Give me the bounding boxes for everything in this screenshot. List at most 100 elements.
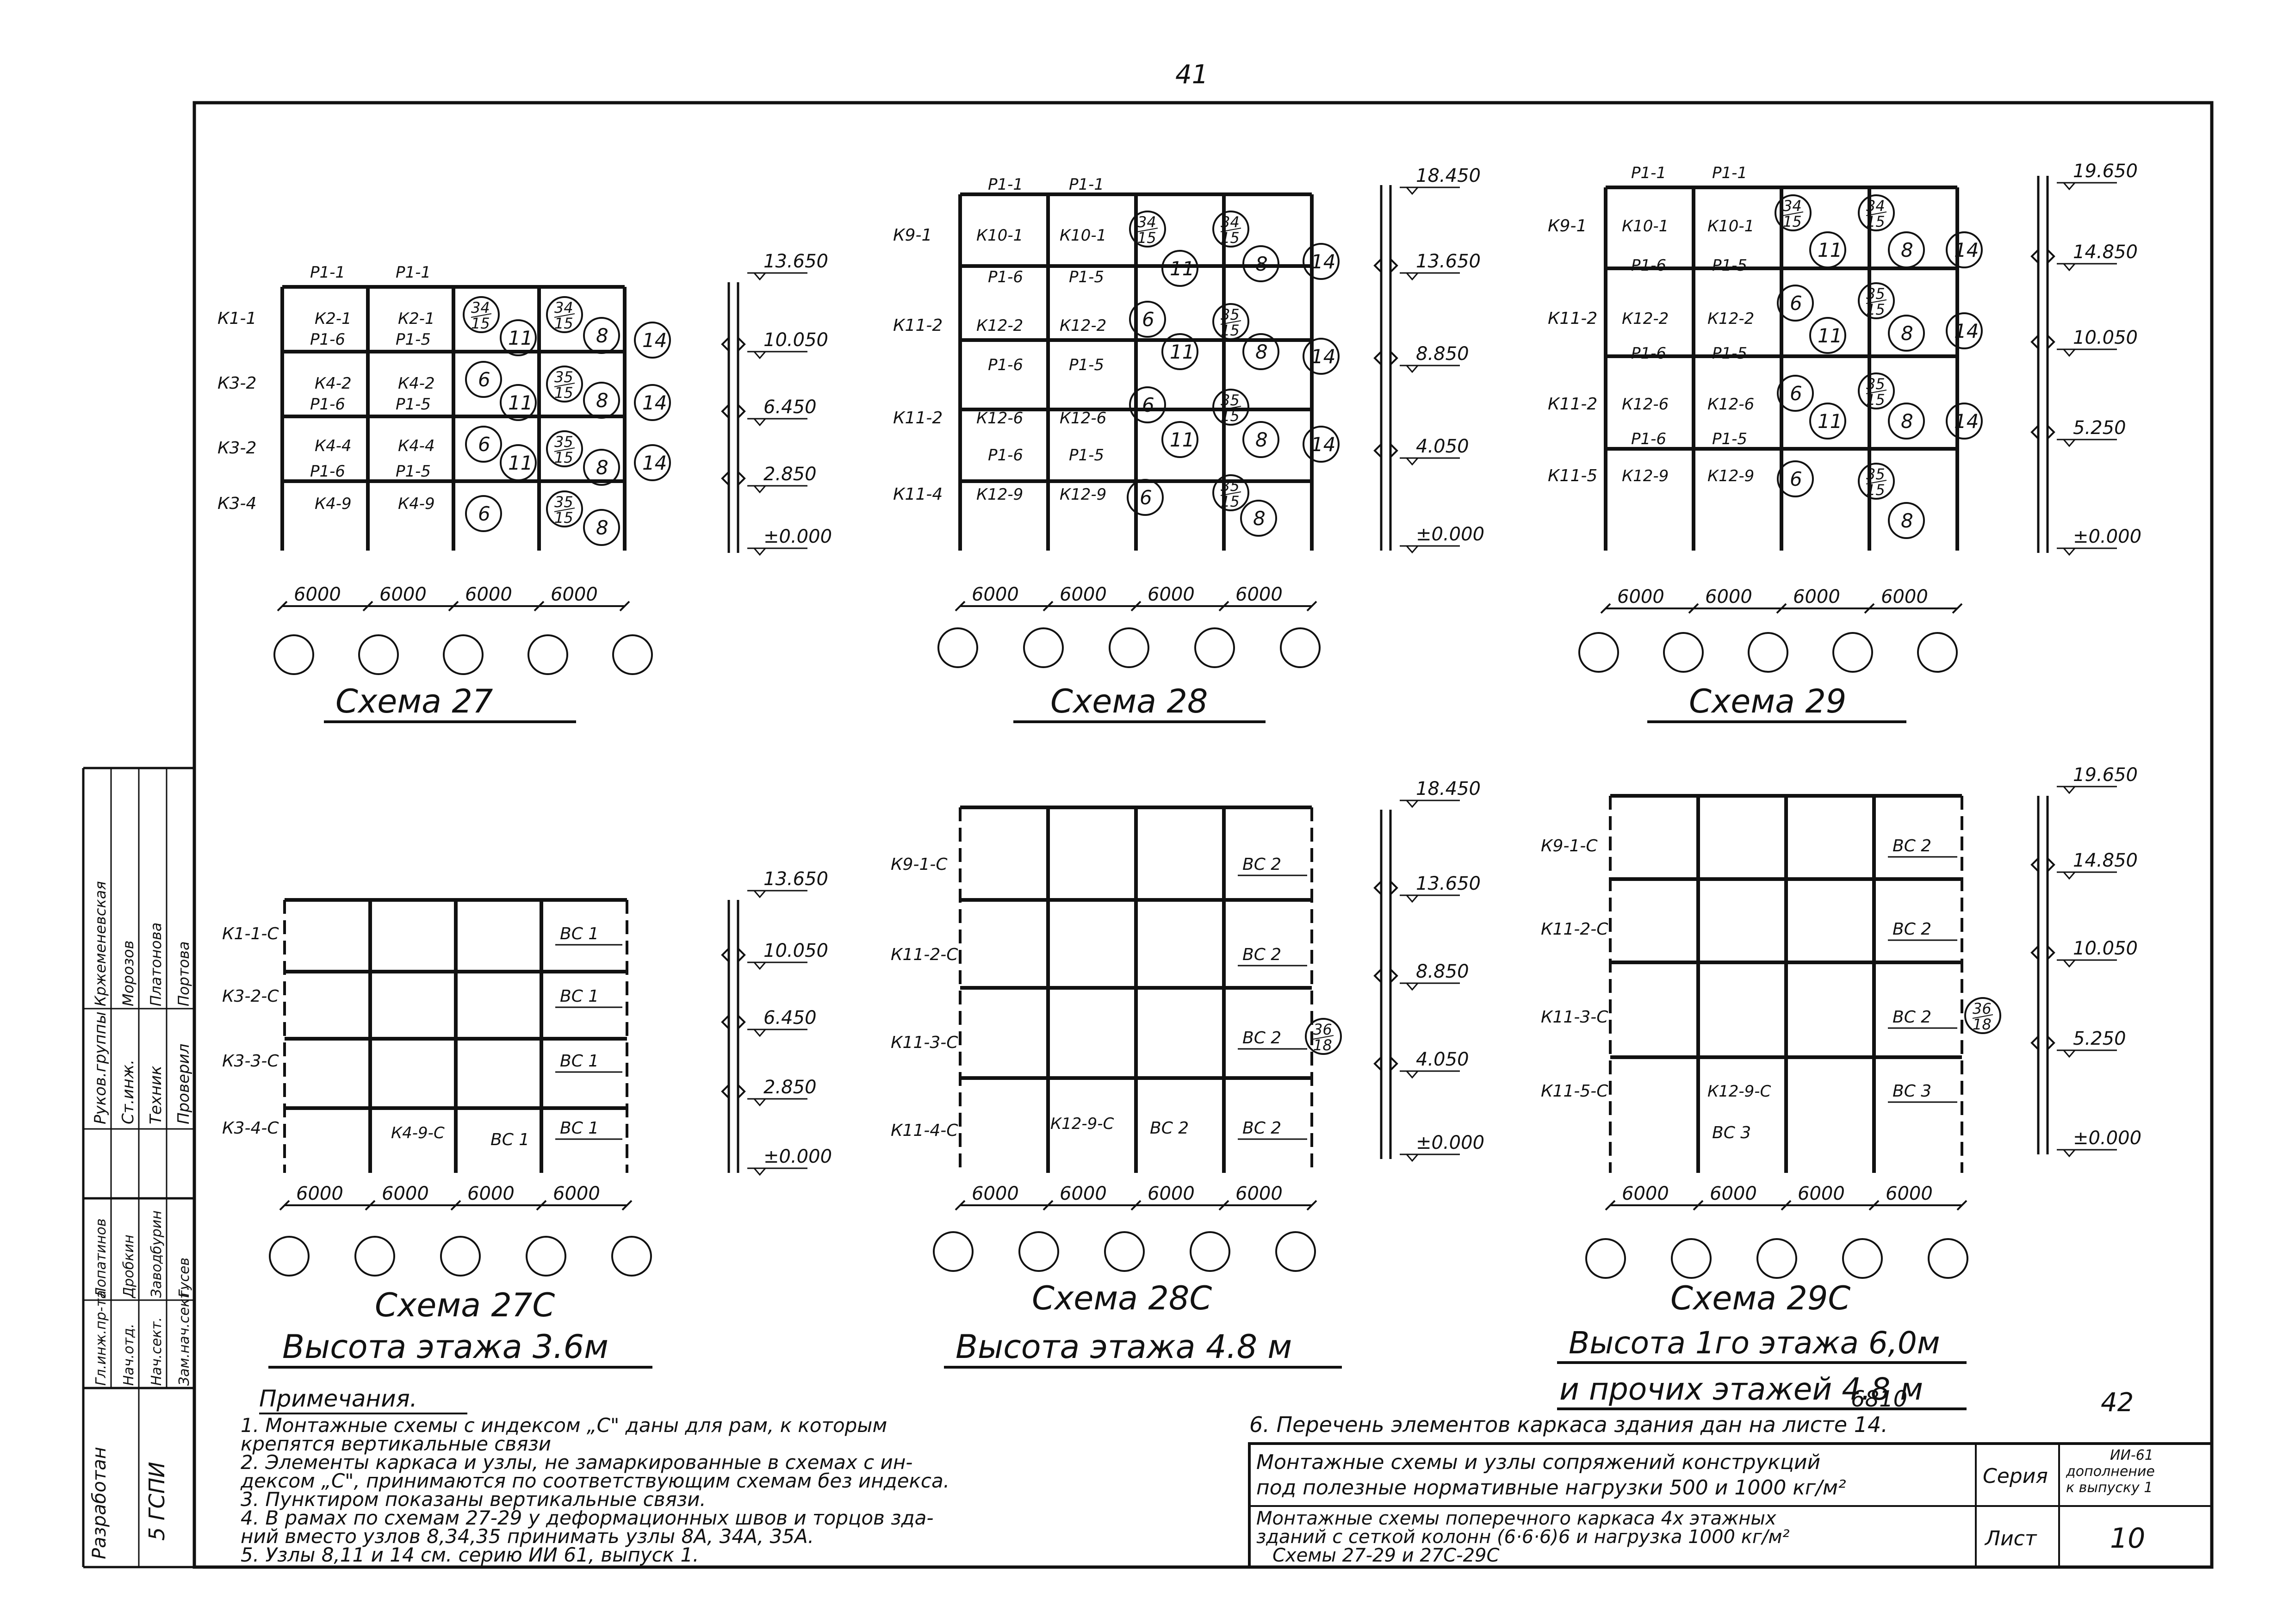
- s27c-level-mark: [753, 1168, 766, 1176]
- s29-b7: Р1-6: [1631, 430, 1666, 448]
- s28c-col-4: К11-4-С: [891, 1121, 958, 1140]
- s28c-level-1: 18.450: [1416, 778, 1481, 800]
- s28c-axis-3: [1104, 1231, 1145, 1272]
- s27c-axis-4: [526, 1236, 566, 1277]
- s28-b6: Р1-5: [1069, 356, 1104, 374]
- s27c-dim-tick: [279, 1200, 290, 1211]
- s29-n35b-bottom: 15: [1866, 391, 1885, 409]
- note-line-8: 5. Узлы 8,11 и 14 см. серию ИИ 61, выпус…: [241, 1543, 699, 1566]
- s28c-console: [1373, 1056, 1398, 1071]
- s27c-dim-3: 6000: [467, 1183, 515, 1204]
- s29-n11a-label: 11: [1818, 239, 1842, 261]
- side-role-6: Нач.отд.: [121, 1324, 137, 1386]
- s29-axis-5: [1917, 632, 1958, 673]
- s29c-dim-3: 6000: [1798, 1183, 1845, 1204]
- s29-n34b-top: 34: [1866, 197, 1885, 215]
- s29-dim-tick: [1776, 603, 1787, 614]
- s29-n34a-bar: [1782, 211, 1804, 216]
- s28-n6b-label: 6: [1142, 394, 1154, 416]
- s27-axis-3: [443, 634, 484, 675]
- s28-n34b-bar: [1220, 228, 1241, 232]
- s28-dim-4: 6000: [1235, 584, 1283, 605]
- s28-axis-1: [937, 627, 978, 668]
- s28-dim-1: 6000: [972, 584, 1019, 605]
- s28c-level-mark: [1406, 1071, 1419, 1079]
- s28-level-mark: [1406, 545, 1419, 554]
- s27-col-2: К3-2: [217, 374, 256, 393]
- s29-n35a-bottom: 15: [1866, 301, 1885, 318]
- s27-n8c-label: 8: [596, 456, 608, 479]
- scheme-27-title: Схема 27: [335, 682, 493, 720]
- s28c-dim-tick: [1218, 1200, 1229, 1211]
- s27c-level-mark: [753, 962, 766, 970]
- s29-n35c: [1858, 463, 1895, 500]
- s27-n34b-bottom: 15: [554, 315, 573, 332]
- note-line-3: 2. Элементы каркаса и узлы, не замаркиро…: [241, 1451, 912, 1474]
- s27c-dim-4: 6000: [553, 1183, 600, 1204]
- s28c-axis-5: [1275, 1231, 1316, 1272]
- s27-n8c: [583, 449, 620, 486]
- s28-n14c-label: 14: [1311, 433, 1335, 456]
- s29c-n36-bar: [1972, 1014, 1993, 1019]
- s28-level-3: 8.850: [1416, 343, 1469, 365]
- s27-n35c: [546, 490, 583, 527]
- s29c-axis-1: [1585, 1238, 1626, 1279]
- s28-n35b-top: 35: [1221, 391, 1240, 409]
- s29-console: [2030, 249, 2055, 264]
- title-block: Монтажные схемы и узлы сопряжений констр…: [1248, 1442, 2213, 1568]
- s27c-dim-1: 6000: [296, 1183, 343, 1204]
- s27-n34b-bar: [554, 313, 575, 318]
- s28c-n36-bar: [1313, 1035, 1334, 1040]
- s27-inner-6: К4-4: [398, 437, 435, 455]
- s27-n14a: [634, 322, 671, 359]
- s27-dim-tick: [362, 601, 373, 612]
- scheme-28-title: Схема 28: [1050, 682, 1208, 720]
- s29c-level-1: 19.650: [2073, 764, 2138, 786]
- s27c-level-4: 2.850: [763, 1077, 817, 1098]
- s27c-extra: К4-9-С: [391, 1124, 445, 1142]
- s29-b2: Р1-1: [1712, 164, 1747, 182]
- s28-axis-2: [1023, 627, 1064, 668]
- s28-n35a-bar: [1220, 320, 1241, 325]
- s29c-dim-tick: [1693, 1200, 1704, 1211]
- s27-col-3: К3-2: [217, 439, 256, 458]
- s27-inner-1: К2-1: [315, 310, 352, 328]
- s27-axis-4: [527, 634, 568, 675]
- s29-inner-8: К12-9: [1707, 467, 1754, 485]
- s28c-level-mark: [1406, 800, 1419, 808]
- s28-n35c: [1212, 474, 1249, 511]
- s27-n6c-label: 6: [478, 502, 490, 525]
- s28-n11b: [1161, 333, 1198, 370]
- s28-console: [1373, 351, 1398, 366]
- s27-n35a-bar: [554, 383, 575, 387]
- s27-col-4: К3-4: [217, 494, 256, 513]
- notes-heading: Примечания.: [259, 1385, 417, 1412]
- s27-n11a-label: 11: [508, 327, 533, 349]
- side-role-1: Руков.группы: [91, 1011, 110, 1124]
- s29-n14c: [1946, 403, 1983, 440]
- s28-n14c: [1303, 426, 1340, 463]
- s29c-level-mark: [2063, 786, 2076, 794]
- note-line-2: крепятся вертикальные связи: [241, 1432, 551, 1455]
- s27-inner-3: К4-2: [315, 374, 352, 393]
- s28-inner-7: К12-9: [976, 485, 1023, 504]
- notes-lines: 1. Монтажные схемы с индексом „С" даны д…: [240, 1414, 949, 1566]
- s28-dim-tick: [955, 601, 966, 612]
- s29-n11c-label: 11: [1818, 410, 1842, 433]
- s28-n8b: [1242, 333, 1279, 370]
- s28c-dim-4: 6000: [1235, 1183, 1283, 1204]
- s29c-level-mark: [2063, 1149, 2076, 1158]
- s28-inner-1: К10-1: [976, 226, 1023, 245]
- s28-n35b-bottom: 15: [1221, 407, 1240, 425]
- side-name-1: Кржеменевская: [92, 881, 109, 1006]
- s29-n8d-label: 8: [1901, 509, 1913, 532]
- s28-n35c-top: 35: [1221, 477, 1240, 495]
- s27-b5: Р1-6: [310, 395, 345, 414]
- s28-n34b: [1212, 211, 1249, 248]
- s29c-console: [2030, 1035, 2055, 1050]
- s27c-brace-2: ВС 1: [560, 987, 599, 1006]
- s29-dim-tick: [1864, 603, 1875, 614]
- s27-console: [721, 404, 746, 419]
